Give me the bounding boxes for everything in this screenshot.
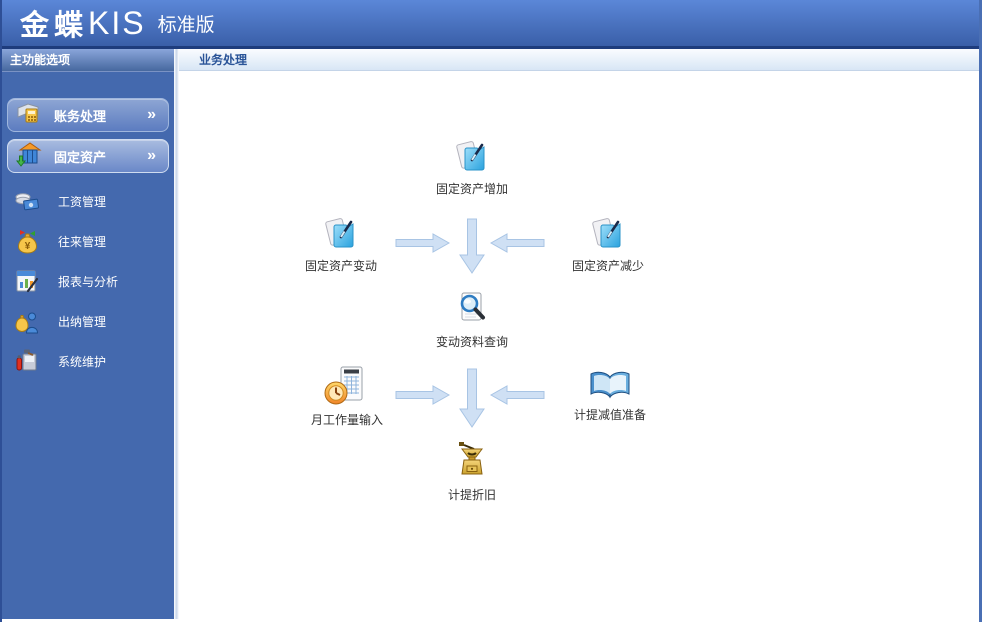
sidebar-button-accounting[interactable]: 账务处理 » [7, 98, 169, 132]
sidebar-button-label: 账务处理 [54, 108, 107, 124]
sidebar: 主功能选项 账务处理 » [2, 49, 174, 619]
arrow-down-icon [459, 368, 485, 428]
svg-text:¥: ¥ [25, 241, 31, 252]
arrow-down-icon [459, 218, 485, 274]
grinder-icon [412, 439, 532, 483]
flow-node-label: 计提减值准备 [573, 408, 646, 422]
sidebar-item-payroll[interactable]: 工资管理 [2, 181, 174, 221]
arrow-right-icon [395, 385, 450, 405]
main-panel-header: 业务处理 [179, 49, 979, 71]
flow-node-label: 变动资料查询 [435, 335, 508, 349]
flow-node-label: 固定资产增加 [435, 182, 508, 196]
sidebar-button-fixed-assets[interactable]: 固定资产 » [7, 139, 169, 173]
document-pen-icon [281, 210, 401, 254]
chevron-right-icon: » [147, 147, 156, 164]
maintenance-tools-icon [12, 347, 42, 375]
flow-node-asset-change[interactable]: 固定资产变动 [281, 210, 401, 274]
titlebar: 金蝶 KIS 标准版 [2, 0, 979, 46]
main-panel: 业务处理 固定资产增加 [179, 49, 979, 619]
app-edition: 标准版 [157, 14, 215, 36]
chevron-right-icon: » [147, 106, 156, 123]
money-bag-icon: ¥ [12, 227, 42, 255]
flow-node-label: 月工作量输入 [310, 413, 383, 427]
arrow-left-icon [490, 385, 545, 405]
cashier-bag-icon [12, 307, 42, 335]
clock-sheet-icon [287, 364, 407, 408]
flow-node-asset-add[interactable]: 固定资产增加 [412, 133, 532, 197]
sidebar-item-label: 工资管理 [58, 194, 107, 209]
document-pen-icon [548, 210, 668, 254]
flow-node-label: 固定资产减少 [571, 259, 644, 273]
report-chart-icon [12, 267, 42, 295]
flow-node-label: 固定资产变动 [304, 259, 377, 273]
sidebar-item-label: 系统维护 [58, 354, 107, 369]
sidebar-button-label: 固定资产 [54, 149, 107, 165]
sidebar-item-label: 出纳管理 [58, 314, 107, 329]
sidebar-item-contacts[interactable]: ¥ 往来管理 [2, 221, 174, 261]
flow-node-change-query[interactable]: 变动资料查询 [412, 286, 532, 350]
arrow-right-icon [395, 233, 450, 253]
business-flow-diagram: 固定资产增加 固定资产变动 [179, 71, 979, 619]
sidebar-item-label: 报表与分析 [58, 274, 119, 289]
sidebar-item-maintenance[interactable]: 系统维护 [2, 341, 174, 381]
search-document-icon [412, 286, 532, 330]
payroll-coins-icon [12, 187, 42, 215]
flow-node-monthly-workload[interactable]: 月工作量输入 [287, 364, 407, 428]
flow-node-asset-decrease[interactable]: 固定资产减少 [548, 210, 668, 274]
panel-divider [174, 49, 179, 619]
flow-node-impairment[interactable]: 计提减值准备 [550, 359, 670, 423]
sidebar-item-label: 往来管理 [58, 234, 107, 249]
flow-node-depreciation[interactable]: 计提折旧 [412, 439, 532, 503]
sidebar-item-cashier[interactable]: 出纳管理 [2, 301, 174, 341]
open-book-icon [550, 359, 670, 403]
asset-cabinet-icon [15, 141, 42, 172]
arrow-left-icon [490, 233, 545, 253]
flow-node-label: 计提折旧 [447, 488, 496, 502]
document-pen-icon [412, 133, 532, 177]
sidebar-item-reports[interactable]: 报表与分析 [2, 261, 174, 301]
app-logo-cn: 金蝶 [20, 10, 89, 42]
sidebar-item-list: 工资管理 ¥ 往来管理 [2, 181, 174, 381]
app-logo-en: KIS [88, 4, 146, 41]
sidebar-header: 主功能选项 [2, 49, 174, 72]
ledger-calculator-icon [16, 100, 42, 131]
